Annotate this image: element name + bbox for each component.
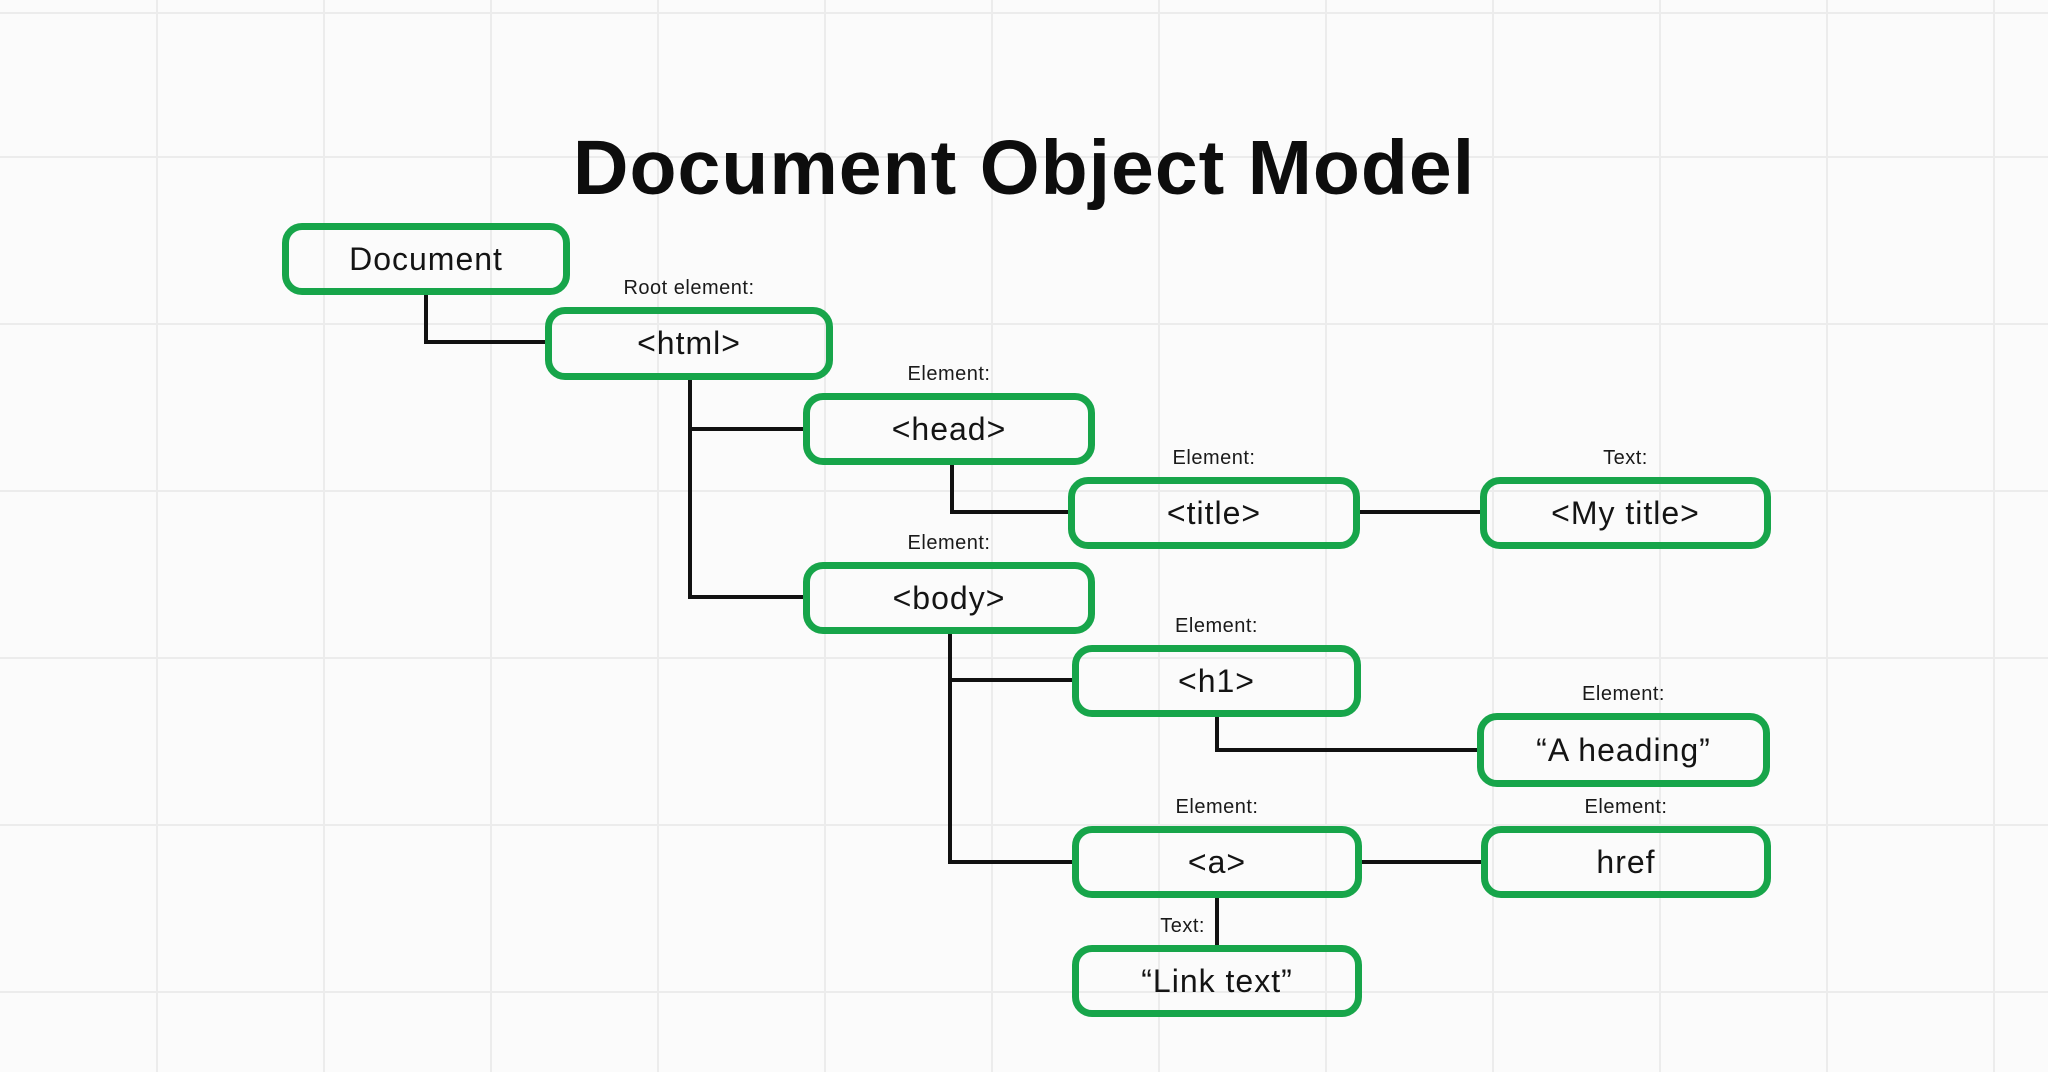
edge-body-trunk-vertical <box>948 630 952 864</box>
node-linktext-label: “Link text” <box>1141 962 1293 999</box>
node-h1-label: <h1> <box>1178 662 1255 699</box>
node-title: <title> <box>1068 477 1360 549</box>
edge-title-mytitle <box>1360 510 1484 514</box>
node-document-label: Document <box>349 240 503 277</box>
edge-a-linktext-vertical <box>1215 894 1219 952</box>
tag-element-aheading: Element: <box>1582 683 1665 705</box>
tag-text-linktext: Text: <box>1160 915 1205 937</box>
node-aheading: “A heading” <box>1477 713 1770 787</box>
node-a-label: <a> <box>1187 843 1247 880</box>
edge-html-body-branch <box>688 595 807 599</box>
tag-element-head: Element: <box>907 363 991 385</box>
node-head: <head> <box>803 393 1095 465</box>
node-aheading-label: “A heading” <box>1536 731 1711 768</box>
edge-head-title-horizontal <box>950 510 1072 514</box>
edge-h1-aheading-vertical <box>1215 713 1219 752</box>
node-html: <html> <box>545 307 833 380</box>
node-href: href <box>1481 826 1771 898</box>
node-head-label: <head> <box>891 410 1007 447</box>
edge-html-head-branch <box>688 427 807 431</box>
tag-text-mytitle: Text: <box>1603 447 1648 469</box>
node-mytitle: <My title> <box>1480 477 1771 549</box>
tag-element-body: Element: <box>907 532 991 554</box>
tag-root-element: Root element: <box>623 277 755 299</box>
node-linktext: “Link text” <box>1072 945 1362 1017</box>
edge-a-href <box>1361 860 1485 864</box>
grid-hairline <box>0 12 2048 14</box>
node-mytitle-label: <My title> <box>1551 494 1700 531</box>
node-html-label: <html> <box>637 325 741 361</box>
node-a: <a> <box>1072 826 1362 898</box>
edge-html-trunk-vertical <box>688 376 692 599</box>
tag-element-href: Element: <box>1584 796 1668 818</box>
tag-element-a: Element: <box>1175 796 1259 818</box>
node-h1: <h1> <box>1072 645 1361 717</box>
edge-body-h1-branch <box>948 678 1076 682</box>
edge-document-html-vertical <box>424 291 428 344</box>
node-body: <body> <box>803 562 1095 634</box>
page-title: Document Object Model <box>572 124 1476 211</box>
node-body-label: <body> <box>892 579 1006 616</box>
node-title-label: <title> <box>1166 494 1262 531</box>
edge-body-a-branch <box>948 860 1076 864</box>
tag-element-title: Element: <box>1172 447 1256 469</box>
edge-document-html-horizontal <box>424 340 549 344</box>
node-href-label: href <box>1596 843 1656 880</box>
tag-element-h1: Element: <box>1175 615 1258 637</box>
edge-head-title-vertical <box>950 461 954 514</box>
node-document: Document <box>282 223 570 295</box>
edge-h1-aheading-horizontal <box>1215 748 1481 752</box>
